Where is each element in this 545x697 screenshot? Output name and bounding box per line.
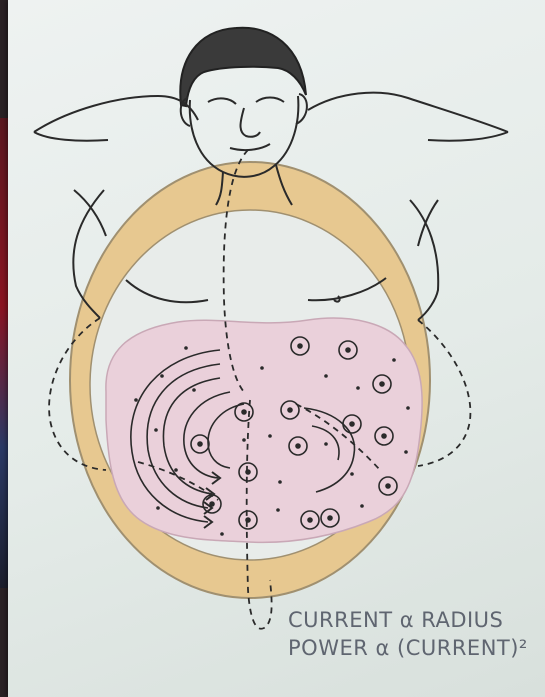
hair-shape <box>180 28 306 106</box>
physics-caption: CURRENT α RADIUS POWER α (CURRENT)² <box>288 606 528 662</box>
induction-heating-illustration <box>8 0 545 697</box>
caption-current-relation: CURRENT α RADIUS <box>288 606 528 634</box>
heated-tissue-region <box>106 318 422 542</box>
diagram-slide: CURRENT α RADIUS POWER α (CURRENT)² <box>8 0 545 697</box>
caption-power-relation: POWER α (CURRENT)² <box>288 634 528 662</box>
